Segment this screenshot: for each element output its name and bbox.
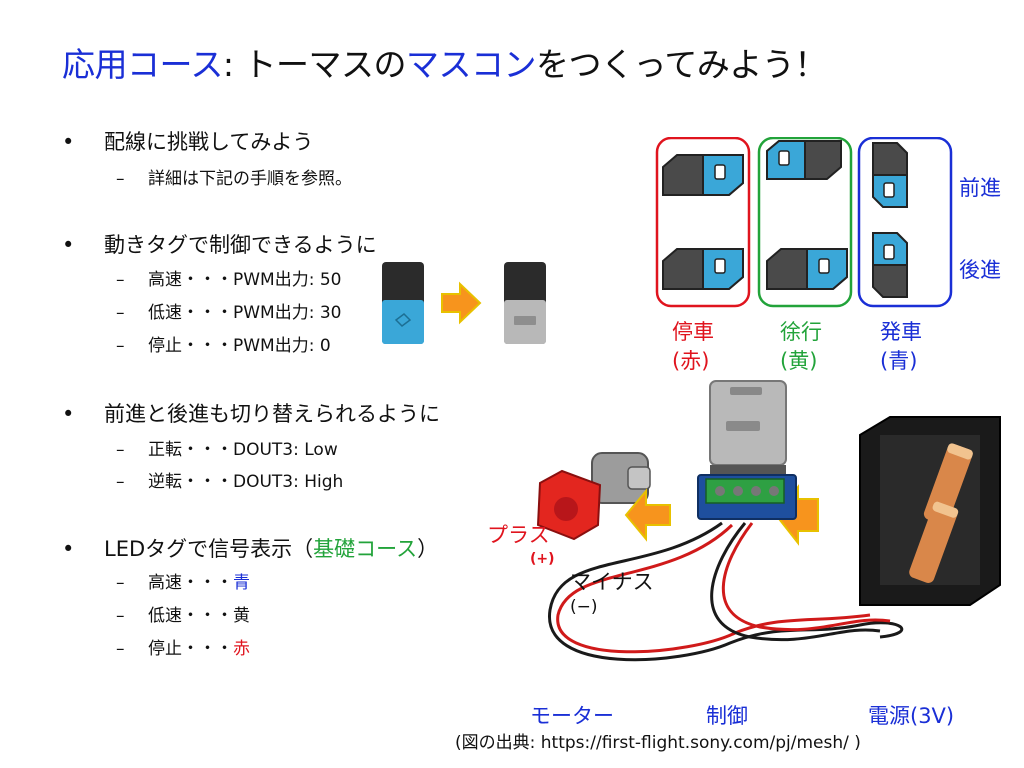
title-mascon: マスコン <box>405 45 537 84</box>
list-item: –停止・・・PWM出力: 0 <box>116 336 331 356</box>
section-direction-text: 前進と後進も切り替えられるように <box>104 402 440 426</box>
bullet: • <box>62 402 75 426</box>
slide-title: 応用コース: トーマスのマスコンをつくってみよう！ <box>62 38 827 86</box>
title-end: をつくってみよう！ <box>535 45 827 84</box>
section-direction: • 前進と後進も切り替えられるように <box>62 398 440 428</box>
list-item-text: 詳細は下記の手順を参照。 <box>148 169 352 189</box>
list-item-text: 低速・・・PWM出力: 30 <box>148 303 342 323</box>
tag-stop-bottom-icon <box>662 248 744 290</box>
list-item-label: 低速・・・ <box>148 606 233 626</box>
motor-label: モーター <box>530 704 614 728</box>
list-item: –正転・・・DOUT3: Low <box>116 440 338 460</box>
tag-conversion-illustration <box>382 262 546 344</box>
list-item: –低速・・・PWM出力: 30 <box>116 303 342 323</box>
backward-label: 後進 <box>959 258 1001 282</box>
tag-start-top-icon <box>872 142 908 208</box>
title-mid: : トーマスの <box>222 45 407 84</box>
section-wiring-text: 配線に挑戦してみよう <box>104 130 314 154</box>
section-led-text: LEDタグで信号表示（ <box>104 537 314 561</box>
gpio-tag-icon <box>504 262 546 344</box>
led-color-red: 赤 <box>233 639 250 659</box>
tag-start-bottom-icon <box>872 232 908 298</box>
tag-coast-top-icon <box>766 140 842 180</box>
list-item: –高速・・・青 <box>116 573 250 593</box>
tag-coast-bottom-icon <box>766 248 848 290</box>
bullet: • <box>62 130 75 154</box>
section-wiring: • 配線に挑戦してみよう <box>62 126 313 156</box>
plus-symbol: (+) <box>530 551 555 567</box>
list-item-label: 高速・・・ <box>148 573 233 593</box>
led-color-blue: 青 <box>233 573 250 593</box>
list-item: –詳細は下記の手順を参照。 <box>116 169 352 189</box>
stop-label: 停車 <box>672 320 714 344</box>
plus-label: プラス <box>487 523 550 547</box>
power-label: 電源(3V) <box>868 704 955 728</box>
source-citation: (図の出典: https://first-flight.sony.com/pj/… <box>455 733 861 753</box>
coast-color: (黄) <box>780 349 818 373</box>
black-wire <box>548 521 904 662</box>
section-led-tag: • LEDタグで信号表示（基礎コース） <box>62 533 438 563</box>
list-item: –高速・・・PWM出力: 50 <box>116 270 342 290</box>
basic-course-label: 基礎コース <box>313 537 418 561</box>
list-item-text: 高速・・・PWM出力: 50 <box>148 270 342 290</box>
start-box <box>857 137 953 308</box>
list-item-text: 正転・・・DOUT3: Low <box>148 440 338 460</box>
bullet: • <box>62 537 75 561</box>
start-label: 発車 <box>880 320 922 344</box>
coast-box <box>757 137 853 308</box>
motion-tag-icon <box>382 262 424 344</box>
battery-box-icon <box>859 416 1001 606</box>
list-item: –停止・・・赤 <box>116 639 250 659</box>
list-item-text: 停止・・・PWM出力: 0 <box>148 336 331 356</box>
tag-stop-top-icon <box>662 154 744 196</box>
minus-symbol: (−) <box>570 597 598 617</box>
controller-icon <box>697 380 797 520</box>
list-item-label: 停止・・・ <box>148 639 233 659</box>
forward-label: 前進 <box>959 176 1001 200</box>
list-item: –低速・・・黄 <box>116 606 250 626</box>
title-course: 応用コース <box>62 45 223 84</box>
wiring-illustration <box>536 380 1001 662</box>
minus-label: マイナス <box>570 570 654 594</box>
section-motion-tag-text: 動きタグで制御できるように <box>104 233 377 257</box>
bullet: • <box>62 233 75 257</box>
start-color: (青) <box>880 349 918 373</box>
red-wire <box>556 523 871 654</box>
section-led-close: ） <box>417 537 439 561</box>
motor-icon <box>536 452 651 541</box>
stop-color: (赤) <box>672 349 710 373</box>
led-color-yellow: 黄 <box>233 606 250 626</box>
section-motion-tag: • 動きタグで制御できるように <box>62 229 377 259</box>
arrow-left-icon <box>624 488 671 542</box>
coast-label: 徐行 <box>780 320 822 344</box>
mode-diagram <box>655 137 953 308</box>
arrow-right-icon <box>441 281 482 325</box>
list-item-text: 逆転・・・DOUT3: High <box>148 472 344 492</box>
stop-box <box>655 137 751 308</box>
control-label: 制御 <box>706 704 748 728</box>
list-item: –逆転・・・DOUT3: High <box>116 472 344 492</box>
